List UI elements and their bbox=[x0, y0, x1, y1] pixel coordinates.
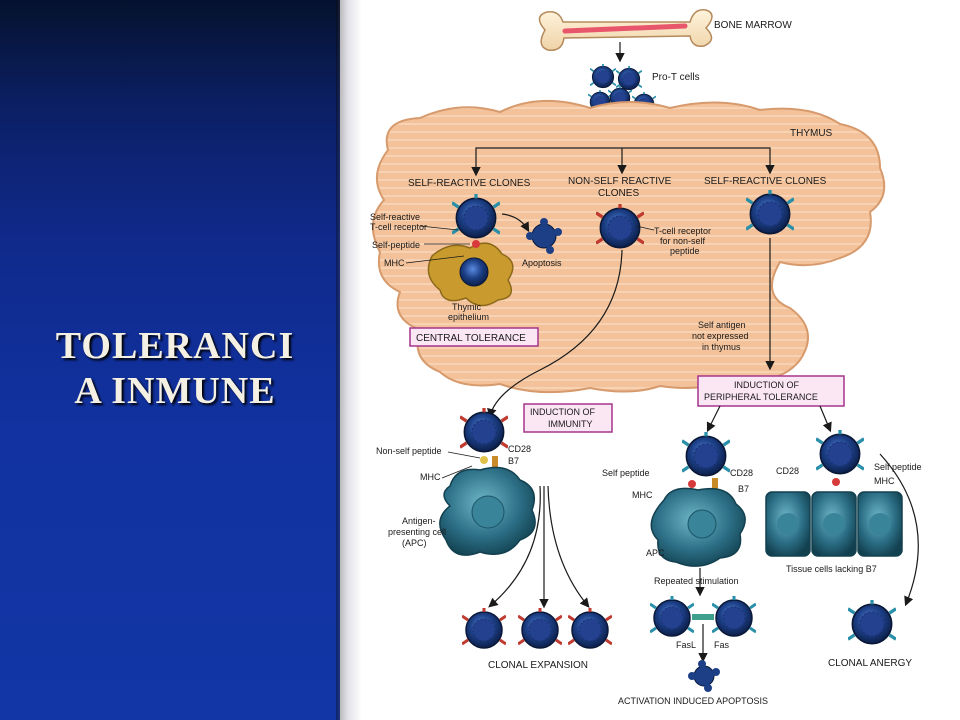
epithelial-nucleus bbox=[459, 257, 489, 287]
tissue-cells-label: Tissue cells lacking B7 bbox=[786, 564, 877, 574]
aicd-label: ACTIVATION INDUCED APOPTOSIS bbox=[618, 696, 768, 706]
tcr-non-self-label-3: peptide bbox=[670, 246, 700, 256]
apc-immunity-nucleus bbox=[471, 495, 505, 529]
non-self-peptide-dot bbox=[480, 456, 488, 464]
self-reactive-tcr-label-1: Self-reactive bbox=[370, 212, 420, 222]
cd28-label-immunity: CD28 bbox=[508, 444, 531, 454]
self-reactive-tcr-label-2: T-cell receptor bbox=[370, 222, 427, 232]
peripheral-tolerance-box bbox=[697, 375, 845, 407]
self-peptide-dot-peripheral bbox=[688, 480, 696, 488]
t-cell-fas bbox=[712, 596, 756, 638]
apc-label-1: Antigen- bbox=[402, 516, 436, 526]
t-cell-fasl bbox=[650, 596, 694, 638]
peripheral-tolerance-label-2: PERIPHERAL TOLERANCE bbox=[704, 392, 818, 402]
self-antigen-label-3: in thymus bbox=[702, 342, 741, 352]
mhc-label-thymus: MHC bbox=[384, 258, 405, 268]
central-tolerance-box bbox=[409, 327, 539, 347]
clonal-expansion-label: CLONAL EXPANSION bbox=[488, 660, 588, 671]
cd28-b7-peripheral bbox=[712, 478, 718, 492]
tcr-non-self-label-2: for non-self bbox=[660, 236, 706, 246]
fas-label: Fas bbox=[714, 640, 730, 650]
apoptosis-label: Apoptosis bbox=[522, 258, 562, 268]
apoptotic-cell-icon bbox=[526, 218, 562, 254]
arrow-to-self-reactive-1 bbox=[471, 147, 622, 177]
aicd-apoptotic-cell-icon bbox=[688, 660, 720, 692]
mhc-label-tissue: MHC bbox=[874, 476, 895, 486]
mhc-label-immunity: MHC bbox=[420, 472, 441, 482]
immunity-box bbox=[523, 403, 613, 433]
arrow-to-apc-branch bbox=[706, 405, 721, 433]
t-cell-peripheral-apc bbox=[682, 432, 730, 478]
immunity-label-1: INDUCTION OF bbox=[530, 407, 595, 417]
fasl-label: FasL bbox=[676, 640, 696, 650]
slide-title: TOLERANCI A INMUNE bbox=[30, 324, 320, 414]
t-cell-peripheral-tissue bbox=[816, 430, 864, 476]
cd28-b7-receptor bbox=[492, 456, 498, 470]
arrow-non-self-to-immunity bbox=[487, 249, 623, 419]
immunity-label-2: IMMUNITY bbox=[548, 419, 593, 429]
self-reactive-clones-label-1: SELF-REACTIVE CLONES bbox=[408, 178, 531, 189]
mhc-label-peripheral: MHC bbox=[632, 490, 653, 500]
arrow-to-apoptosis bbox=[501, 213, 530, 233]
fasl-fas-binding bbox=[692, 614, 714, 620]
clonal-anergy-label: CLONAL ANERGY bbox=[828, 658, 912, 669]
arrow-to-self-reactive-2 bbox=[622, 147, 775, 175]
arrow-expansion-1 bbox=[488, 485, 541, 608]
expanded-t-cell-3 bbox=[568, 608, 612, 650]
non-self-peptide-label: Non-self peptide bbox=[376, 446, 442, 456]
self-antigen-label-1: Self antigen bbox=[698, 320, 746, 330]
thymic-epithelium-label-2: epithelium bbox=[448, 312, 489, 322]
apc-label-peripheral: APC bbox=[646, 548, 665, 558]
tcr-non-self-label-1: T-cell receptor bbox=[654, 226, 711, 236]
thymus-label: THYMUS bbox=[790, 128, 833, 139]
slide-title-line-1: TOLERANCI bbox=[55, 325, 295, 367]
left-panel bbox=[0, 0, 340, 720]
leader-lines-immunity bbox=[441, 451, 481, 479]
self-antigen-label-2: not expressed bbox=[692, 331, 749, 341]
peripheral-tolerance-label-1: INDUCTION OF bbox=[734, 380, 799, 390]
tissue-cells-icon bbox=[765, 491, 903, 557]
expanded-t-cell-2 bbox=[518, 608, 562, 650]
arrow-to-tissue-branch bbox=[819, 405, 832, 433]
arrow-expansion-3 bbox=[547, 485, 590, 608]
non-self-reactive-label-2: CLONES bbox=[598, 188, 639, 199]
anergic-t-cell bbox=[848, 600, 896, 646]
apc-label-2: presenting cell bbox=[388, 527, 446, 537]
central-tolerance-label: CENTRAL TOLERANCE bbox=[416, 333, 526, 344]
expanded-t-cell-1 bbox=[462, 608, 506, 650]
self-peptide-label-tissue: Self peptide bbox=[874, 462, 922, 472]
self-peptide-label-peripheral: Self peptide bbox=[602, 468, 650, 478]
bone-marrow-icon bbox=[538, 9, 713, 51]
bone-marrow-label: BONE MARROW bbox=[714, 20, 792, 31]
cd28-label-tissue: CD28 bbox=[776, 466, 799, 476]
self-peptide-dot bbox=[472, 240, 480, 248]
b7-label-immunity: B7 bbox=[508, 456, 519, 466]
panel-shadow bbox=[336, 0, 362, 720]
leader-lines-thymus bbox=[405, 225, 470, 264]
non-self-reactive-label-1: NON-SELF REACTIVE bbox=[568, 176, 672, 187]
thymic-epithelium-label-1: Thymic bbox=[452, 302, 481, 312]
cd28-label-peripheral: CD28 bbox=[730, 468, 753, 478]
arrow-to-clonal-anergy bbox=[879, 453, 919, 607]
immune-tolerance-diagram: BONE MARROW Pro-T cells THYMUS SELF-REAC… bbox=[370, 9, 922, 706]
pro-t-cells-label: Pro-T cells bbox=[652, 72, 700, 83]
apc-label-3: (APC) bbox=[402, 538, 427, 548]
leader-tcr-non-self bbox=[635, 225, 655, 231]
self-reactive-clones-label-2: SELF-REACTIVE CLONES bbox=[704, 176, 827, 187]
repeated-stimulation-label: Repeated stimulation bbox=[654, 576, 739, 586]
slide-title-line-2: A INMUNE bbox=[74, 370, 276, 412]
self-peptide-label: Self-peptide bbox=[372, 240, 420, 250]
self-peptide-dot-tissue bbox=[832, 478, 840, 486]
apc-peripheral-nucleus bbox=[687, 509, 717, 539]
t-cell-immunity bbox=[460, 408, 508, 454]
b7-label-peripheral: B7 bbox=[738, 484, 749, 494]
